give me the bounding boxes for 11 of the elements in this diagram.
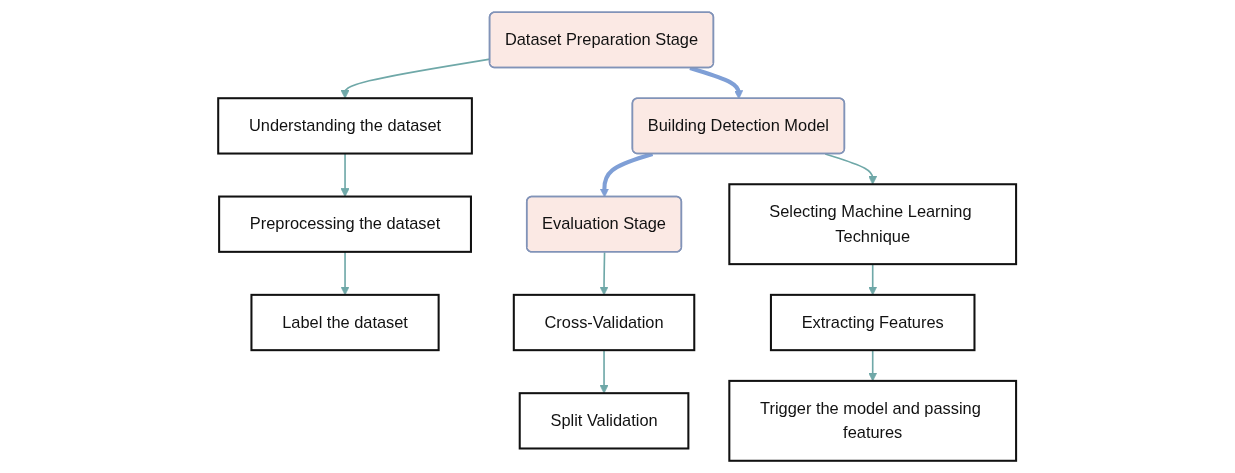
node-box: Preprocessing the dataset xyxy=(218,195,473,253)
arrow xyxy=(600,152,654,198)
node-box: Trigger the model and passing features xyxy=(728,379,1018,462)
node-box: Extracting Features xyxy=(770,293,976,352)
arrow xyxy=(689,66,744,100)
node-box: Cross-Validation xyxy=(513,293,696,352)
node-box: Selecting Machine Learning Technique xyxy=(728,183,1018,266)
node-box: Split Validation xyxy=(519,392,690,450)
node-box: Label the dataset xyxy=(250,293,440,352)
node-box: Understanding the dataset xyxy=(217,97,474,155)
arrow xyxy=(824,153,878,185)
